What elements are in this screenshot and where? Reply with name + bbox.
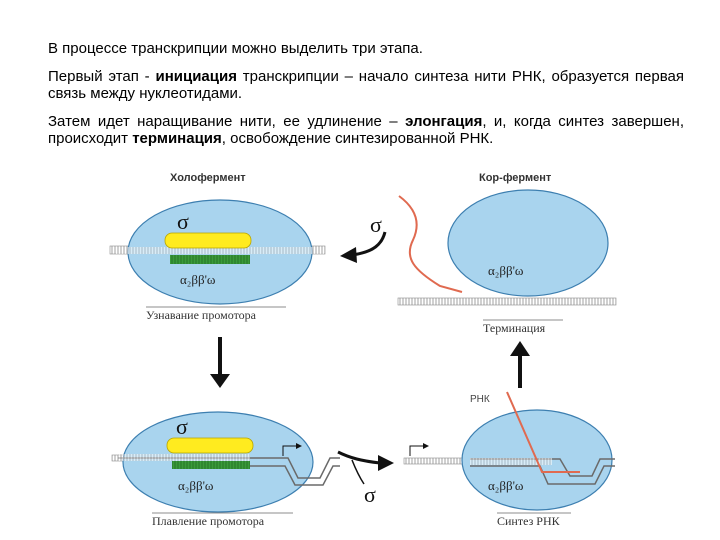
- arrow-down-head: [210, 374, 230, 388]
- promoter-region: [170, 255, 250, 264]
- arrow-up-head: [510, 341, 530, 356]
- elongation-paragraph: Затем идет наращивание нити, ее удлинени…: [48, 113, 684, 147]
- dna-bubble-top: [118, 457, 340, 479]
- initiation-paragraph: Первый этап - инициация транскрипции – н…: [48, 68, 684, 102]
- p3-text-c: , и, когда синтез завершен, происходит: [48, 113, 685, 147]
- sigma-rebinding-arrow: σ: [340, 212, 387, 263]
- initiation-term: инициация: [155, 68, 237, 85]
- template-bottom: [470, 465, 615, 485]
- p2-text-c: транскрипции – начало синтеза нити РНК, …: [48, 68, 684, 102]
- dna-bubble-bottom: [250, 465, 340, 486]
- step-recognition-label: Узнавание промотора: [146, 308, 257, 322]
- sigma-factor: [164, 232, 252, 249]
- sigma-release-arrow: σ: [337, 450, 394, 507]
- synthesis-panel: α₂ββ'ω: [403, 391, 615, 511]
- melting-subunits-label: α₂ββ'ω: [178, 478, 214, 493]
- start-site-arrow-2: [409, 445, 425, 456]
- dna-strand-inside: [116, 247, 324, 254]
- nascent-rna: [506, 391, 580, 473]
- dna-strand-released: [397, 297, 617, 306]
- core-subunits-label: α₂ββ'ω: [488, 263, 524, 278]
- sigma-symbol: σ: [177, 209, 189, 234]
- promoter-region-melting: [172, 461, 250, 469]
- intro-paragraph: В процессе транскрипции можно выделить т…: [48, 40, 423, 57]
- rnk-label: РНК: [470, 394, 490, 405]
- synthesis-subunits-label: α₂ββ'ω: [488, 478, 524, 493]
- melting-panel: σ α₂ββ'ω: [111, 411, 340, 513]
- sigma-symbol-melting: σ: [176, 414, 188, 439]
- elongation-term: элонгация: [405, 113, 483, 130]
- step-melting-label: Плавление промотора: [152, 514, 265, 528]
- holoenzyme-label: Холофермент: [170, 172, 246, 184]
- holoenzyme-panel: σ α₂ββ'ω: [109, 199, 326, 305]
- subunits-label: α₂ββ'ω: [180, 272, 216, 287]
- p3-text-e: , освобождение синтезированной РНК.: [221, 130, 494, 147]
- termination-term: терминация: [132, 130, 222, 147]
- start-site-arrow: [282, 445, 298, 456]
- sigma-free-symbol: σ: [370, 212, 382, 237]
- core-enzyme-panel: α₂ββ'ω: [397, 189, 617, 306]
- core-enzyme-label: Кор-фермент: [479, 172, 552, 184]
- sigma-released-symbol: σ: [364, 482, 376, 507]
- step-synthesis-label: Синтез РНК: [497, 514, 561, 528]
- core-enzyme-body: [447, 189, 609, 297]
- step-termination-label: Терминация: [483, 321, 546, 335]
- released-rna: [398, 195, 463, 293]
- p2-text-a: Первый этап -: [48, 68, 156, 85]
- p3-text-a: Затем идет наращивание нити, ее удлинени…: [48, 113, 406, 130]
- sigma-factor-melting: [166, 437, 254, 454]
